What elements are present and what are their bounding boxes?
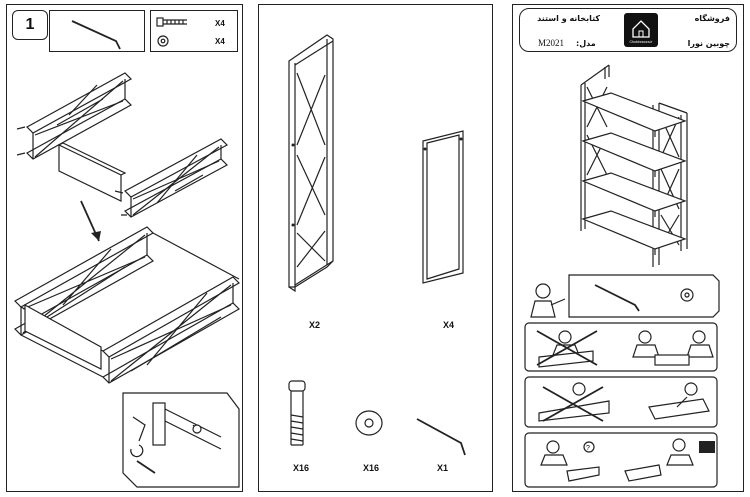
model-label: مدل: [576,39,596,48]
step-1-panel: 1 X4 X4 [6,4,243,492]
step-number: 1 [12,10,48,40]
bolt-icon [156,17,187,47]
side-frame-left [26,72,132,160]
shop-name: چوبین نورا [687,39,730,48]
side-frame-right [124,138,228,218]
warning-box-2 [524,376,718,428]
bolt-qty: X4 [215,19,225,28]
ladder-frame-part [288,34,334,293]
hardware-box: X4 X4 [150,10,238,52]
logo-text: Chobinnoora.ir [629,40,653,44]
bookshelf-illustration [580,64,688,267]
key-tool-icon [594,284,640,312]
shop-label: فروشگاه [694,14,730,23]
hex-key-box [49,10,145,52]
zoom-detail [122,392,240,488]
tools-needed-box [568,274,720,318]
model-value: M2021 [538,38,565,48]
warning-box-3: ? [524,432,718,488]
exploded-assembly-diagram [14,72,240,488]
key-qty-parts: X1 [437,463,449,473]
question-icon: ? [586,445,590,452]
product-category: کتابخانه و استند [537,14,600,23]
instruction-pictograms: ? [524,274,720,488]
parts-diagram [288,34,466,456]
person-pointing-icon [530,283,566,318]
hex-key-icon [71,20,121,50]
washer-qty-parts: X16 [363,463,380,473]
bolt-part [288,380,306,446]
parts-list-panel: X2 X4 X16 X16 X1 [258,4,493,492]
washer-qty: X4 [215,37,225,46]
shelf-panel-part [422,130,464,284]
bolt-qty-parts: X16 [293,463,310,473]
brand-header: فروشگاه چوبین نورا کتابخانه و استند مدل:… [519,8,737,52]
bookshelf [580,64,688,267]
brand-logo: Chobinnoora.ir [624,13,658,47]
house-logo-icon [632,20,650,38]
warning-box-1 [524,322,718,372]
panel-qty: X4 [443,320,455,330]
washer-part [355,410,383,436]
frame-qty: X2 [309,320,321,330]
assembled-frame [14,226,240,384]
cover-panel: فروشگاه چوبین نورا کتابخانه و استند مدل:… [512,4,744,492]
hex-key-part [416,418,466,456]
back-panel [58,142,127,202]
